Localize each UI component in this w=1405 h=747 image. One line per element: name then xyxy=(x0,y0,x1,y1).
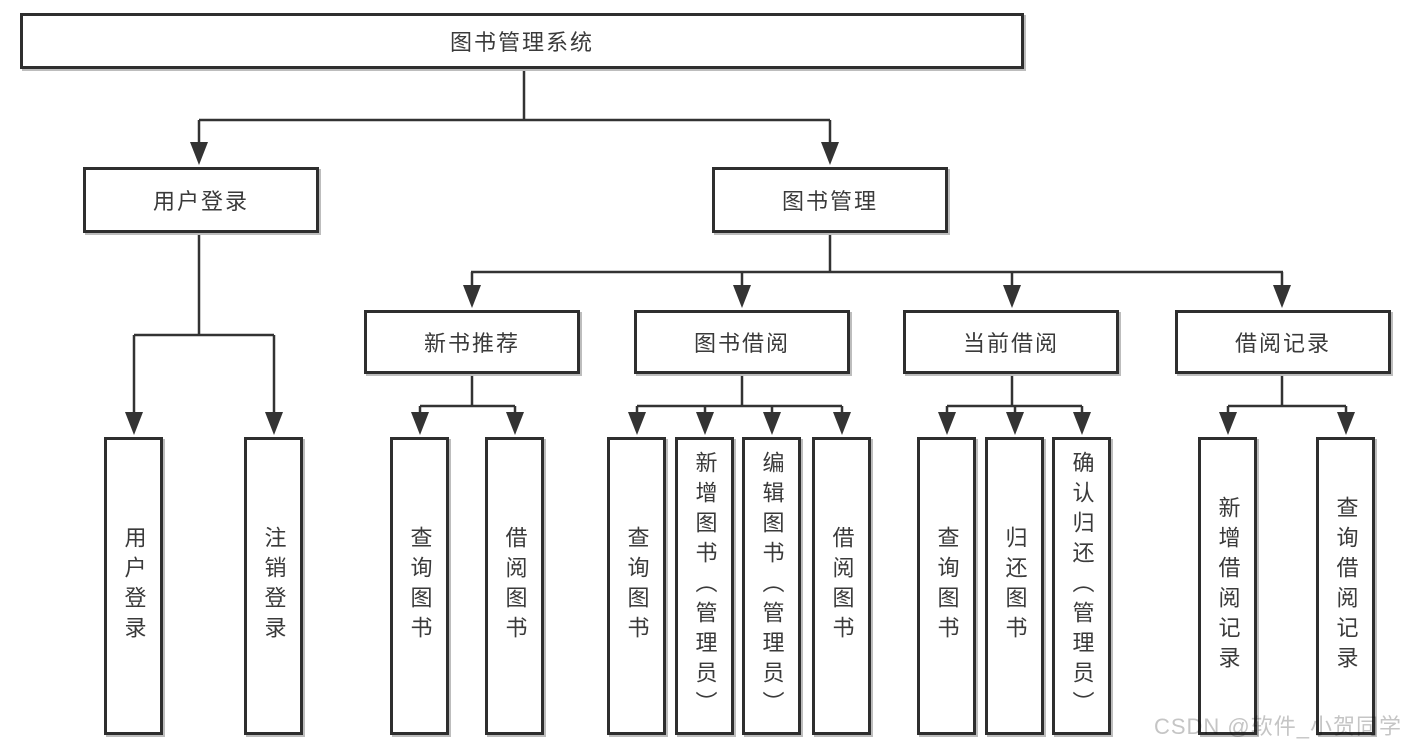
leaf-logout-label: 注销登录 xyxy=(261,526,287,646)
leaf-query-books-1-label: 查询图书 xyxy=(407,526,433,646)
node-current-borrowing-label: 当前借阅 xyxy=(962,331,1059,356)
node-current-borrowing: 当前借阅 xyxy=(903,310,1119,374)
leaf-user-login-label: 用户登录 xyxy=(121,526,147,646)
node-new-book-recommend: 新书推荐 xyxy=(364,310,580,374)
leaf-borrow-books-1-label: 借阅图书 xyxy=(502,526,528,646)
leaf-add-books-admin: 新增图书（管理员） xyxy=(675,437,734,735)
leaf-user-login: 用户登录 xyxy=(104,437,163,735)
leaf-edit-books-admin-label: 编辑图书（管理员） xyxy=(759,451,785,721)
csdn-watermark: CSDN @软件_小贺同学 xyxy=(1153,714,1402,739)
leaf-query-borrow-record-label: 查询借阅记录 xyxy=(1333,496,1359,676)
leaf-borrow-books-1: 借阅图书 xyxy=(485,437,544,735)
node-borrowing-records-label: 借阅记录 xyxy=(1234,331,1331,356)
node-new-book-recommend-label: 新书推荐 xyxy=(423,331,520,356)
leaf-logout: 注销登录 xyxy=(244,437,303,735)
leaf-query-books-1: 查询图书 xyxy=(390,437,449,735)
leaf-add-books-admin-label: 新增图书（管理员） xyxy=(692,451,718,721)
leaf-query-books-3: 查询图书 xyxy=(917,437,976,735)
node-library-system: 图书管理系统 xyxy=(20,13,1024,69)
node-book-management: 图书管理 xyxy=(712,167,948,233)
node-book-borrowing-label: 图书借阅 xyxy=(693,331,790,356)
leaf-borrow-books-2: 借阅图书 xyxy=(812,437,871,735)
node-library-system-label: 图书管理系统 xyxy=(449,30,594,55)
leaf-edit-books-admin: 编辑图书（管理员） xyxy=(742,437,801,735)
leaf-query-books-3-label: 查询图书 xyxy=(934,526,960,646)
node-book-management-label: 图书管理 xyxy=(781,189,878,214)
node-borrowing-records: 借阅记录 xyxy=(1175,310,1391,374)
arrowheads xyxy=(125,142,1355,435)
leaf-query-books-2: 查询图书 xyxy=(607,437,666,735)
leaf-add-borrow-record-label: 新增借阅记录 xyxy=(1215,496,1241,676)
leaf-query-borrow-record: 查询借阅记录 xyxy=(1316,437,1375,735)
node-book-borrowing: 图书借阅 xyxy=(634,310,850,374)
node-user-login: 用户登录 xyxy=(83,167,319,233)
leaf-borrow-books-2-label: 借阅图书 xyxy=(829,526,855,646)
leaf-query-books-2-label: 查询图书 xyxy=(624,526,650,646)
leaf-add-borrow-record: 新增借阅记录 xyxy=(1198,437,1257,735)
leaf-return-books: 归还图书 xyxy=(985,437,1044,735)
node-user-login-label: 用户登录 xyxy=(152,189,249,214)
leaf-confirm-return-admin-label: 确认归还（管理员） xyxy=(1069,451,1095,721)
leaf-return-books-label: 归还图书 xyxy=(1002,526,1028,646)
leaf-confirm-return-admin: 确认归还（管理员） xyxy=(1052,437,1111,735)
